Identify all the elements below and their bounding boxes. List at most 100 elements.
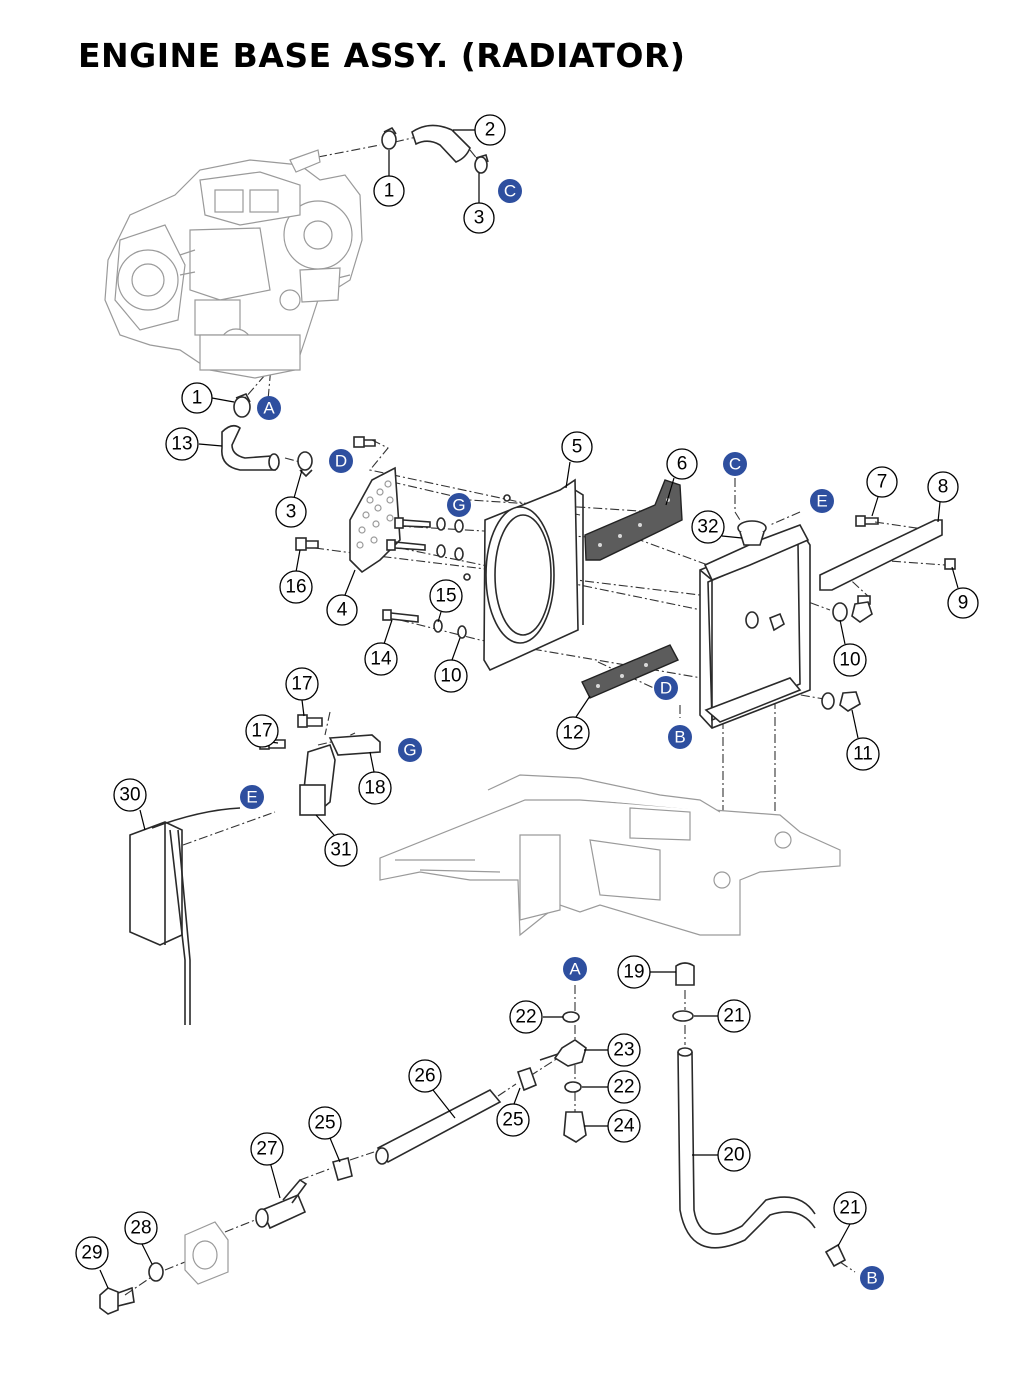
- svg-text:26: 26: [414, 1066, 435, 1087]
- callout-leaders: [99, 129, 959, 1289]
- callout-7: 7: [866, 466, 898, 498]
- reference-marker-d: D: [654, 676, 678, 700]
- callout-10: 10: [833, 643, 867, 677]
- callout-17: 17: [285, 667, 319, 701]
- svg-text:13: 13: [171, 434, 192, 455]
- callout-16: 16: [279, 570, 313, 604]
- callout-5: 5: [561, 431, 593, 463]
- svg-text:23: 23: [613, 1040, 634, 1061]
- svg-text:1: 1: [192, 388, 203, 409]
- svg-text:30: 30: [119, 785, 140, 806]
- callout-3: 3: [463, 202, 495, 234]
- svg-text:12: 12: [562, 723, 583, 744]
- callout-1: 1: [181, 382, 213, 414]
- callout-30: 30: [113, 778, 147, 812]
- callout-10: 10: [434, 659, 468, 693]
- callout-13: 13: [165, 427, 199, 461]
- callout-23: 23: [607, 1033, 641, 1067]
- svg-text:3: 3: [286, 502, 297, 523]
- svg-text:17: 17: [251, 721, 272, 742]
- svg-text:B: B: [674, 728, 685, 747]
- reference-marker-b: B: [860, 1266, 884, 1290]
- svg-text:G: G: [403, 741, 416, 760]
- callout-4: 4: [326, 594, 358, 626]
- reference-marker-g: G: [447, 493, 471, 517]
- callout-3: 3: [275, 496, 307, 528]
- reference-marker-e: E: [240, 785, 264, 809]
- reference-marker-a: A: [563, 957, 587, 981]
- svg-text:5: 5: [572, 437, 583, 458]
- reference-marker-c: C: [498, 179, 522, 203]
- callout-22: 22: [509, 1000, 543, 1034]
- svg-text:7: 7: [877, 472, 888, 493]
- svg-text:G: G: [452, 496, 465, 515]
- reference-marker-c: C: [723, 452, 747, 476]
- svg-text:16: 16: [285, 577, 306, 598]
- callout-29: 29: [75, 1236, 109, 1270]
- callout-21: 21: [833, 1191, 867, 1225]
- callout-9: 9: [947, 587, 979, 619]
- svg-text:29: 29: [81, 1243, 102, 1264]
- drain-parts: [99, 962, 847, 1315]
- callout-26: 26: [408, 1059, 442, 1093]
- callout-18: 18: [358, 771, 392, 805]
- svg-text:11: 11: [853, 744, 873, 765]
- callout-31: 31: [324, 833, 358, 867]
- svg-text:E: E: [246, 788, 257, 807]
- svg-text:19: 19: [623, 962, 644, 983]
- reference-marker-e: E: [810, 489, 834, 513]
- svg-text:2: 2: [485, 120, 496, 141]
- svg-text:21: 21: [723, 1006, 744, 1027]
- svg-text:28: 28: [130, 1218, 151, 1239]
- reference-markers: C A D C E G D B G E A B: [240, 179, 884, 1290]
- svg-text:24: 24: [613, 1116, 635, 1137]
- callout-27: 27: [250, 1132, 284, 1166]
- callout-14: 14: [364, 642, 398, 676]
- svg-text:15: 15: [435, 586, 456, 607]
- svg-text:A: A: [263, 399, 275, 418]
- callout-21: 21: [717, 999, 751, 1033]
- callout-11: 11: [846, 737, 880, 771]
- callout-20: 20: [717, 1138, 751, 1172]
- svg-text:22: 22: [515, 1007, 536, 1028]
- svg-text:E: E: [816, 492, 827, 511]
- svg-text:25: 25: [314, 1113, 335, 1134]
- reference-marker-g: G: [398, 738, 422, 762]
- radiator: [699, 515, 956, 729]
- callout-32: 32: [691, 510, 725, 544]
- svg-text:D: D: [335, 452, 347, 471]
- reserve-tank-parts: [129, 714, 381, 1025]
- callout-24: 24: [607, 1109, 641, 1143]
- svg-text:14: 14: [370, 649, 392, 670]
- callout-2: 2: [474, 114, 506, 146]
- svg-text:3: 3: [474, 208, 485, 229]
- callout-15: 15: [429, 579, 463, 613]
- fan-shroud-parts: [295, 436, 683, 699]
- callout-6: 6: [666, 448, 698, 480]
- engine: [104, 149, 363, 379]
- engine-base-frame: [379, 774, 841, 937]
- callouts: 2 1 3 1 13 3 5 6 7 8 32 9 16 4 15 14 10 …: [75, 114, 979, 1270]
- reference-marker-b: B: [668, 725, 692, 749]
- svg-text:21: 21: [839, 1198, 860, 1219]
- callout-17: 17: [245, 714, 279, 748]
- reference-marker-d: D: [329, 449, 353, 473]
- svg-text:A: A: [569, 960, 581, 979]
- svg-text:B: B: [866, 1269, 877, 1288]
- callout-25: 25: [308, 1106, 342, 1140]
- svg-text:8: 8: [938, 477, 949, 498]
- svg-text:1: 1: [384, 181, 395, 202]
- callout-12: 12: [556, 716, 590, 750]
- svg-text:C: C: [504, 182, 516, 201]
- svg-text:27: 27: [256, 1139, 277, 1160]
- svg-text:10: 10: [440, 666, 461, 687]
- callout-1: 1: [373, 175, 405, 207]
- svg-text:22: 22: [613, 1077, 634, 1098]
- upper-hose-parts: [221, 124, 489, 478]
- svg-text:9: 9: [958, 593, 969, 614]
- reference-marker-a: A: [257, 396, 281, 420]
- svg-text:20: 20: [723, 1145, 744, 1166]
- callout-22: 22: [607, 1070, 641, 1104]
- callout-8: 8: [927, 471, 959, 503]
